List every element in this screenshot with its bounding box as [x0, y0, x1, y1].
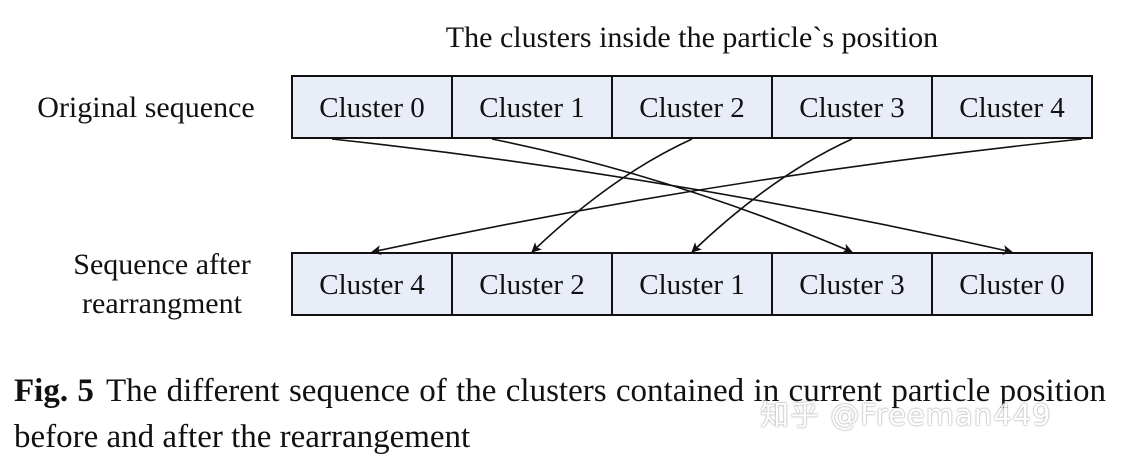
rearranged-cluster-label-0: Cluster 4: [319, 269, 425, 301]
mapping-arrow-2-to-1: [531, 138, 693, 253]
original-cluster-label-4: Cluster 4: [959, 92, 1065, 124]
original-cluster-label-1: Cluster 1: [479, 92, 585, 124]
mapping-arrow-3-to-2: [691, 138, 853, 253]
original-cluster-box-0: [291, 75, 453, 139]
original-cluster-cell-0: Cluster 0: [291, 75, 453, 139]
rearranged-cluster-cell-3: Cluster 3: [771, 252, 933, 316]
original-cluster-box-1: [451, 75, 613, 139]
rearranged-sequence-row: Cluster 4 Cluster 2 Cluster 1 Cluster 3 Clus…: [291, 252, 1093, 316]
mapping-arrow-4-to-0: [371, 138, 1083, 255]
original-cluster-cell-4: Cluster 4: [931, 75, 1093, 139]
original-cluster-label-3: Cluster 3: [799, 92, 905, 124]
rearranged-sequence-label-line-1: Sequence after: [73, 248, 250, 281]
rearranged-cluster-box-3: [771, 252, 933, 316]
rearranged-cluster-cell-0: Cluster 4: [291, 252, 453, 316]
original-sequence-row: Cluster 0 Cluster 1 Cluster 2 Cluster 3 Clus…: [291, 75, 1093, 139]
original-sequence-label: Original sequence: [37, 91, 254, 124]
rearranged-sequence-label-line-2: rearrangment: [82, 287, 243, 320]
rearranged-cluster-box-2: [611, 252, 773, 316]
rearranged-cluster-box-0: [291, 252, 453, 316]
original-cluster-label-2: Cluster 2: [639, 92, 745, 124]
mapping-arrows: [331, 138, 1083, 255]
rearranged-cluster-box-4: [931, 252, 1093, 316]
mapping-arrow-0-to-4: [331, 138, 1013, 255]
figure-label: Fig. 5: [14, 373, 94, 409]
figure-caption-text: The different sequence of the clusters c…: [14, 373, 1106, 455]
original-cluster-label-0: Cluster 0: [319, 92, 425, 124]
original-cluster-box-4: [931, 75, 1093, 139]
rearranged-cluster-box-1: [451, 252, 613, 316]
original-cluster-box-2: [611, 75, 773, 139]
rearranged-cluster-label-1: Cluster 2: [479, 269, 585, 301]
original-cluster-cell-1: Cluster 1: [451, 75, 613, 139]
rearranged-cluster-cell-4: Cluster 0: [931, 252, 1093, 316]
rearranged-cluster-label-4: Cluster 0: [959, 269, 1065, 301]
rearranged-cluster-cell-2: Cluster 1: [611, 252, 773, 316]
rearranged-cluster-cell-1: Cluster 2: [451, 252, 613, 316]
diagram-title: The clusters inside the particle`s posit…: [446, 21, 938, 54]
cluster-rearrangement-diagram: The clusters inside the particle`s posit…: [37, 21, 1093, 320]
rearranged-cluster-label-2: Cluster 1: [639, 269, 745, 301]
mapping-arrow-1-to-3: [491, 138, 853, 254]
rearranged-cluster-label-3: Cluster 3: [799, 269, 905, 301]
original-cluster-cell-3: Cluster 3: [771, 75, 933, 139]
original-cluster-cell-2: Cluster 2: [611, 75, 773, 139]
